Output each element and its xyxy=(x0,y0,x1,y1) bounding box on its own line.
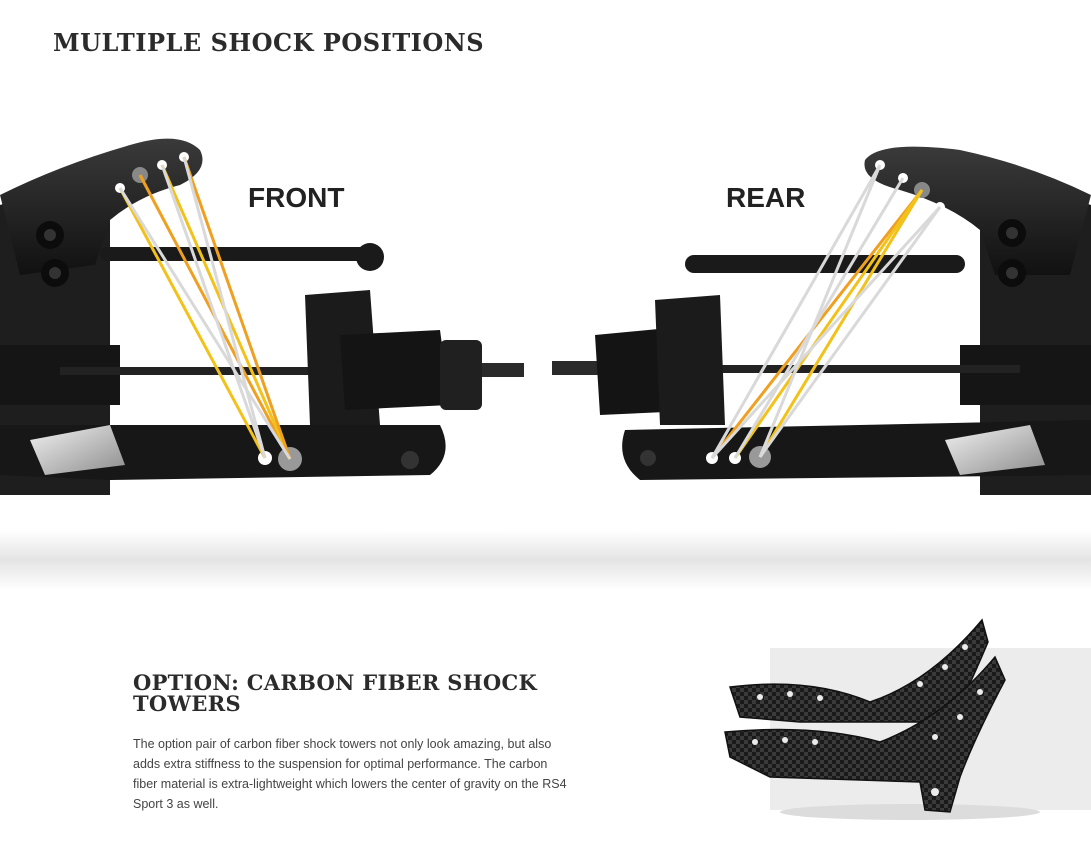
option-section: OPTION: CARBON FIBER SHOCK TOWERS The op… xyxy=(133,672,573,814)
rear-label: REAR xyxy=(726,182,806,213)
carbon-shock-towers-image xyxy=(720,612,1091,822)
rear-suspension xyxy=(552,146,1091,495)
option-heading: OPTION: CARBON FIBER SHOCK TOWERS xyxy=(133,670,538,716)
page-title: MULTIPLE SHOCK POSITIONS xyxy=(53,28,485,57)
shock-positions-illustration xyxy=(0,125,1091,595)
option-description: The option pair of carbon fiber shock to… xyxy=(133,737,567,811)
front-suspension xyxy=(0,138,524,495)
front-label: FRONT xyxy=(248,182,345,213)
